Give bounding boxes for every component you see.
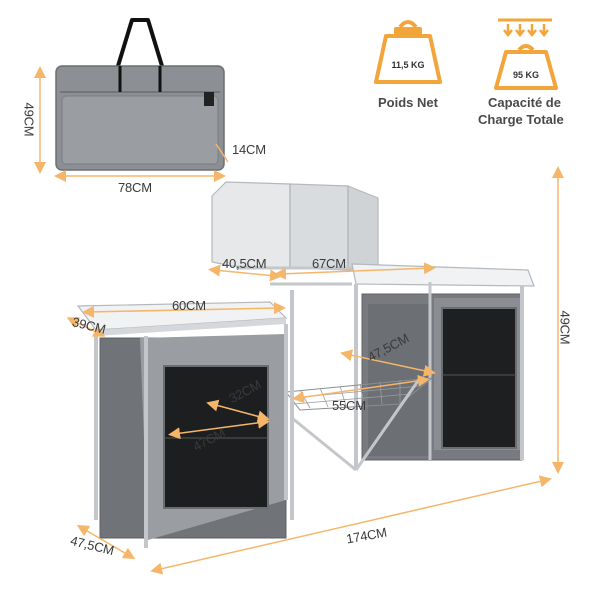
bag-depth-label: 14CM: [232, 142, 266, 157]
load-capacity-label-line1: Capacité de: [488, 95, 561, 110]
left-top-width-label: 60CM: [172, 298, 206, 313]
bag-width-label: 78CM: [118, 180, 152, 195]
bag-depth-line: [215, 143, 229, 163]
dimension-lines: [66, 166, 564, 575]
shelf-side-label: 40,5CM: [222, 256, 267, 271]
shelf-width-label: 67CM: [312, 256, 346, 271]
table-height-label: 49CM: [557, 310, 573, 345]
kitchen-table: [76, 181, 535, 548]
mesh-shelf-label: 55CM: [332, 398, 366, 413]
load-capacity-label-line2: Charge Totale: [478, 112, 564, 127]
load-capacity-value: 95 KG: [512, 70, 539, 80]
weight-icon: [374, 20, 442, 84]
net-weight-value: 11,5 KG: [391, 60, 425, 70]
bag-height-label: 49CM: [21, 102, 37, 137]
carry-bag: [55, 18, 225, 171]
load-weight-icon: [494, 18, 558, 90]
net-weight-label: Poids Net: [378, 95, 438, 110]
